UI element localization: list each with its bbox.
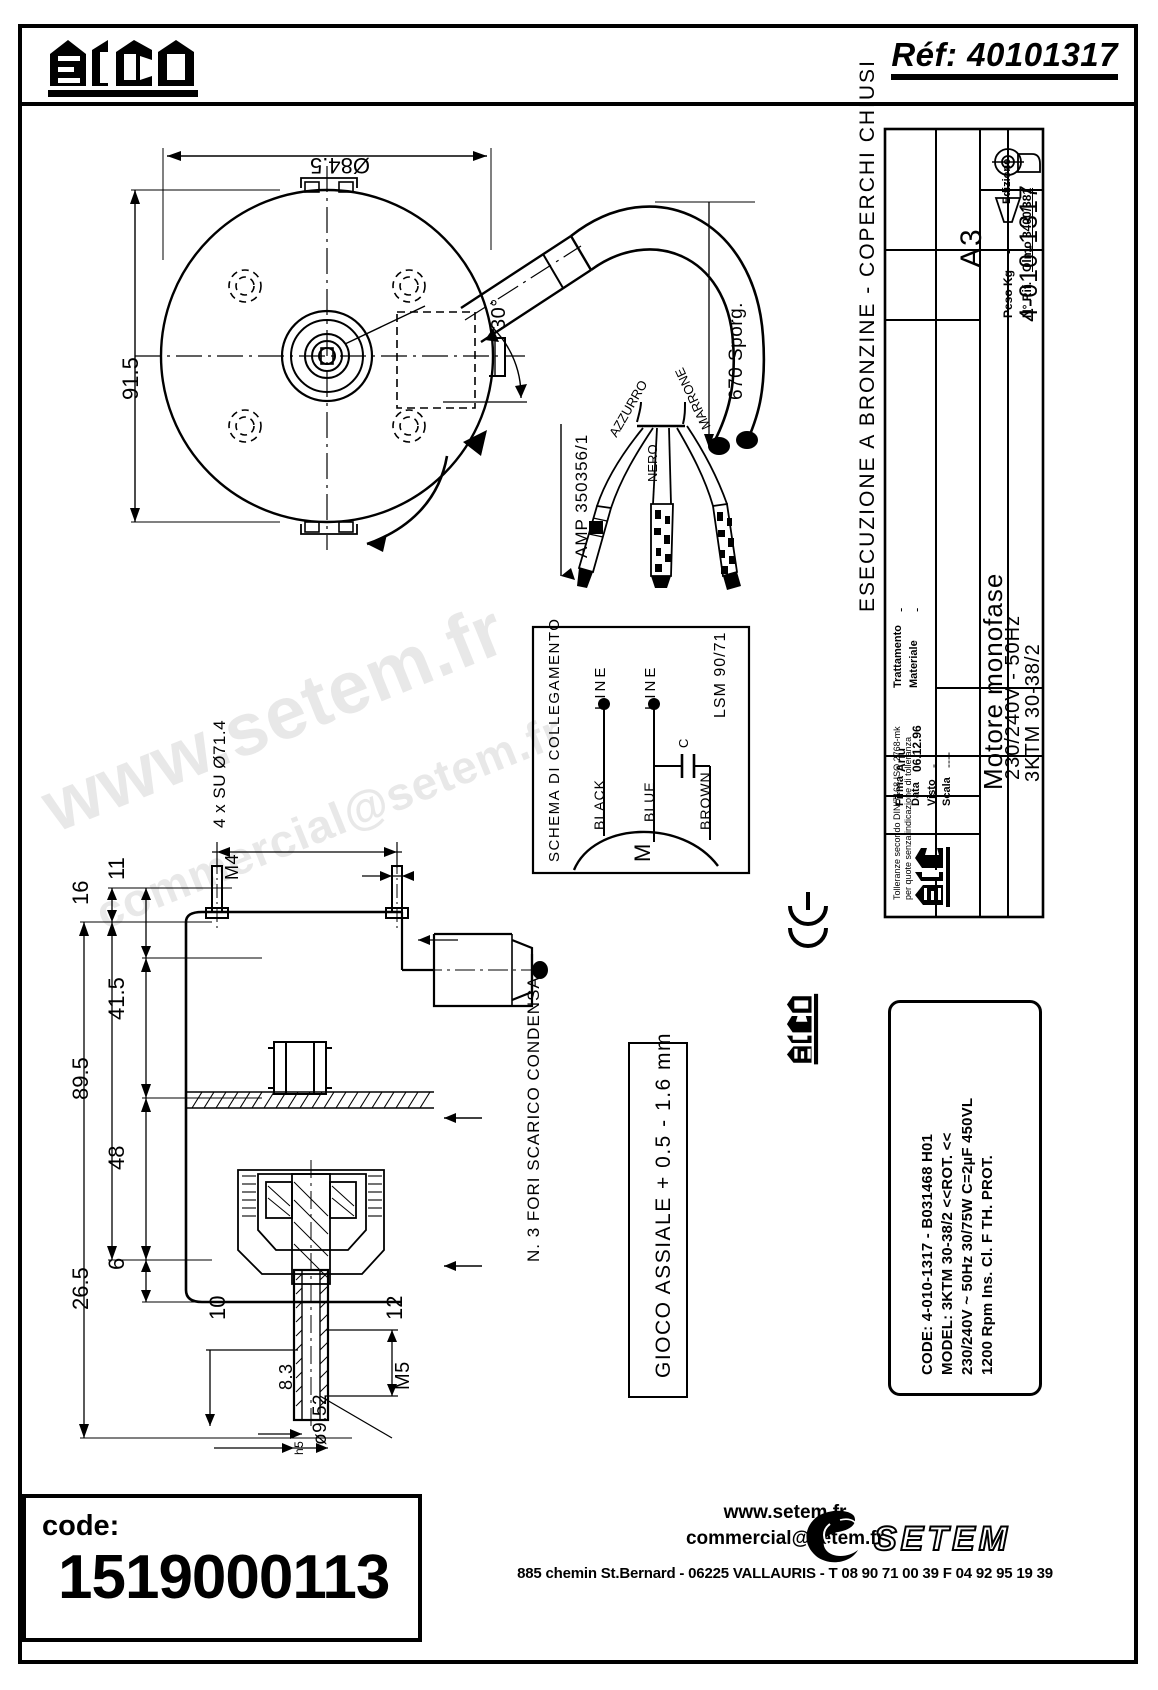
materiale-value: - — [909, 607, 924, 612]
label-mount-pattern: 4 x SU Ø71.4 — [210, 719, 229, 828]
edizione-label: Edizione — [1001, 158, 1013, 204]
nameplate-line-1: CODE: 4-010-1317 - B031468 H01 — [919, 1133, 936, 1375]
note-drain-holes: N. 3 FORI SCARICO CONDENSA — [524, 976, 543, 1262]
dim-10: 10 — [205, 1295, 230, 1320]
footer-address: 885 chemin St.Bernard - 06225 VALLAURIS … — [517, 1565, 1053, 1583]
axial-play-note-box — [628, 1042, 688, 1398]
dim-48: 48 — [104, 1145, 129, 1170]
dim-26-5: 26.5 — [68, 1267, 93, 1310]
code-value: 1519000113 — [58, 1543, 390, 1612]
firma-label: Firma — [894, 776, 906, 806]
titleblock-elco-logo — [903, 845, 959, 909]
motor-nameplate: CODE: 4-010-1317 - B031468 H01 MODEL: 3K… — [786, 892, 1042, 1396]
cable-terminals-drawing — [545, 400, 745, 590]
schema-wire-blue: BLUE — [641, 781, 657, 822]
schema-capacitor-label: C — [676, 738, 691, 748]
nameplate-line-4: 1200 Rpm Ins. Cl. F TH. PROT. — [979, 1154, 996, 1375]
setem-code-box: code: 1519000113 — [22, 1494, 422, 1642]
label-mount-thread-m4: M4 — [222, 853, 242, 880]
footer-website[interactable]: www.setem.fr — [723, 1502, 847, 1523]
note-axial-play: GIOCO ASSIALE + 0.5 - 1.6 mm — [652, 1031, 675, 1378]
dim-8-3: 8.3 — [276, 1363, 296, 1390]
dim-shaft-diameter: ø9.52 — [310, 1393, 331, 1445]
dim-16: 16 — [68, 880, 93, 905]
code-label: code: — [42, 1510, 120, 1542]
label-shaft-thread-m5: M5 — [392, 1361, 414, 1390]
nameplate-line-2: MODEL: 3KTM 30-38/2 <<ROT. << — [939, 1132, 956, 1375]
titleblock-heading: ESECUZIONE A BRONZINE - COPERCHI CHIUSI — [856, 59, 879, 612]
schema-title: SCHEMA DI COLLEGAMENTO — [546, 617, 563, 862]
schema-line-right: LINE — [642, 664, 659, 710]
wiring-schema-box — [531, 625, 751, 875]
dim-41-5: 41.5 — [104, 977, 129, 1020]
data-label: Data — [910, 782, 922, 806]
dim-6: 6 — [104, 1257, 129, 1270]
dim-outer-diameter: Ø84.5 — [310, 153, 370, 178]
header-band — [22, 28, 1134, 106]
schema-line-left: LINE — [592, 664, 609, 710]
title-block — [883, 127, 1045, 919]
scala-label: Scala — [941, 777, 953, 806]
motor-model: 3KTM 30-38/2 — [1022, 643, 1044, 782]
footer-email[interactable]: commercial@setem.fr — [685, 1527, 885, 1549]
label-amp-connector: AMP 350356/1 — [572, 433, 591, 558]
nameplate-line-3: 230/240V ~ 50Hz 30/75W C=2µF 450VL — [959, 1097, 976, 1375]
visto-label: Visto — [926, 779, 938, 806]
dim-cable-angle: 30° — [488, 298, 510, 330]
trattamento-label: Trattamento — [892, 625, 904, 688]
drawing-number: 4-010-1317 — [1015, 184, 1043, 322]
label-cable-length: 670 Sporg. — [726, 302, 747, 400]
scala-value: ---- — [941, 752, 955, 768]
setem-wordmark: SETEM — [874, 1520, 1011, 1558]
reference-number: Réf: 40101317 — [891, 37, 1118, 80]
peso-value: - — [1001, 249, 1016, 254]
materiale-label: Materiale — [908, 640, 920, 688]
dim-height-91-5: 91.5 — [118, 357, 143, 400]
sheet-format: A3 — [955, 227, 988, 268]
visto-value: - — [926, 764, 940, 768]
top-view-drawing — [95, 130, 795, 560]
data-value: 06.12.96 — [910, 725, 924, 772]
schema-wire-brown: BROWN — [697, 771, 713, 830]
peso-label: Peso Kg — [1001, 269, 1015, 318]
schema-motor-code: LSM 90/71 — [712, 631, 729, 718]
elco-logo — [46, 36, 226, 98]
sheet-border — [18, 24, 1138, 1664]
dim-11: 11 — [104, 857, 129, 880]
section-view-drawing — [62, 830, 562, 1453]
footer-contact: www.setem.fr commercial@setem.fr 885 che… — [440, 1500, 1130, 1640]
dim-12: 12 — [382, 1295, 407, 1320]
firma-value: Ariu — [894, 748, 908, 772]
dim-shaft-tolerance: h5 — [292, 1440, 306, 1455]
label-wire-nero: NERO — [645, 444, 660, 482]
trattamento-value: - — [893, 607, 908, 612]
dim-89-5: 89.5 — [68, 1057, 93, 1100]
setem-logo: SETEM — [800, 1508, 1060, 1570]
schema-wire-black: BLACK — [591, 779, 607, 830]
schema-motor-symbol: M — [630, 843, 655, 862]
